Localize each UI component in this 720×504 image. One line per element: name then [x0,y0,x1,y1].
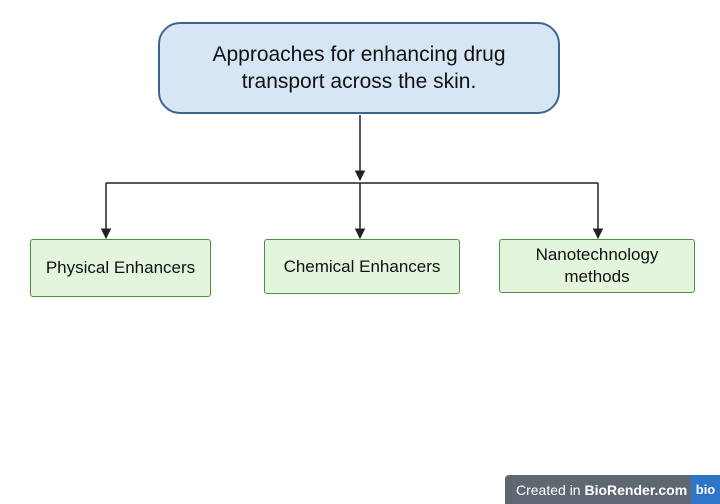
nanotechnology-methods-node: Nanotechnology methods [499,239,695,293]
root-node: Approaches for enhancing drug transport … [158,22,560,114]
chemical-enhancers-node: Chemical Enhancers [264,239,460,294]
chemical-enhancers-label: Chemical Enhancers [283,256,441,276]
nanotechnology-methods-label: Nanotechnology methods [535,245,659,286]
watermark-brand: BioRender.com [584,481,688,498]
biorender-watermark[interactable]: Created in BioRender.com bio [505,475,720,504]
biorender-logo-icon: bio [691,475,720,504]
physical-enhancers-node: Physical Enhancers [30,239,211,297]
physical-enhancers-label: Physical Enhancers [45,258,196,277]
root-node-label: Approaches for enhancing drug transport … [212,43,506,93]
watermark-prefix: Created in [516,481,581,498]
watermark-text: Created in BioRender.com [505,482,687,498]
